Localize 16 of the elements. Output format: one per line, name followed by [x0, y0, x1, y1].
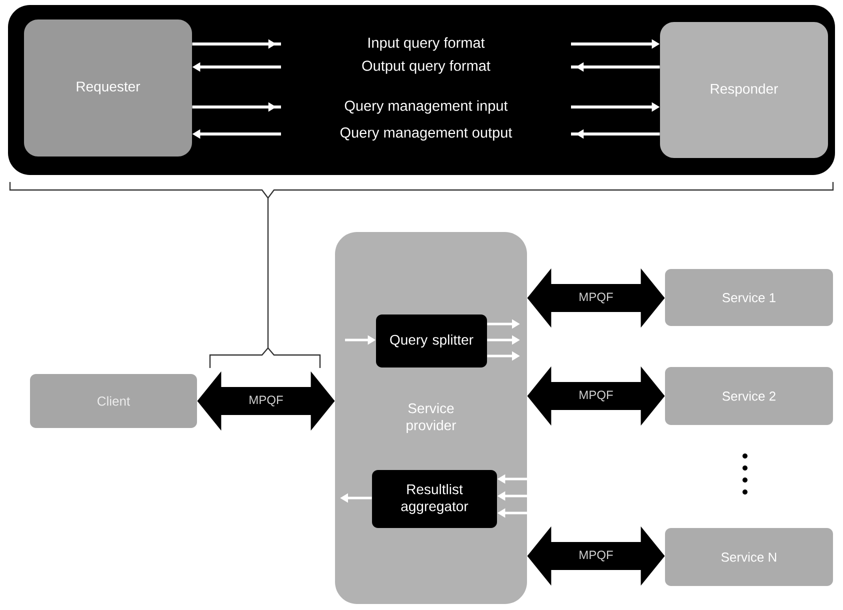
process-box: Service 2 [665, 367, 833, 425]
process-box: Resultlist aggregator [372, 470, 497, 528]
edge-label: Query management input [281, 99, 571, 115]
process-box: Client [30, 374, 197, 428]
process-box: Service N [665, 528, 833, 586]
edge-label: MPQF [578, 292, 614, 304]
edge-label: Query management output [281, 126, 571, 142]
process-box: Query splitter [376, 314, 487, 368]
edge-label: MPQF [248, 394, 284, 408]
edge-label: MPQF [578, 390, 614, 402]
process-box: Responder [660, 22, 828, 158]
edge-label: Output query format [281, 59, 571, 75]
process-box: Requester [24, 20, 192, 156]
edge-label: MPQF [578, 550, 614, 562]
process-box: Service 1 [665, 269, 833, 326]
edge-label: Input query format [281, 36, 571, 52]
